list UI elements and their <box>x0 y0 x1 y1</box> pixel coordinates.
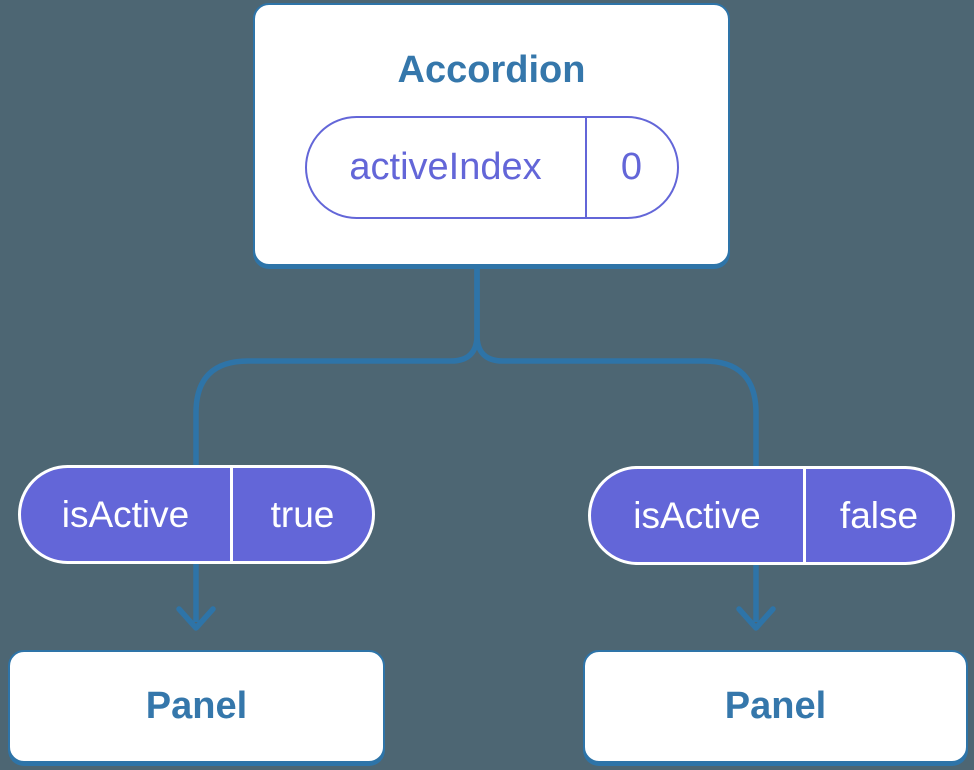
prop-pill-left: isActive true <box>18 465 375 564</box>
prop-pill-right-divider <box>803 469 806 562</box>
prop-pill-right-value: false <box>839 494 919 536</box>
connector-right-branch <box>474 264 759 468</box>
arrow-down-icon <box>736 606 776 631</box>
accordion-card: Accordion activeIndex 0 <box>253 3 730 266</box>
accordion-title: Accordion <box>397 49 586 91</box>
arrow-down-icon <box>176 606 216 631</box>
prop-pill-left-divider <box>230 468 233 561</box>
state-pill-name: activeIndex <box>349 145 542 188</box>
panel-card-left: Panel <box>8 650 385 763</box>
state-pill-value: 0 <box>620 145 643 188</box>
panel-card-right: Panel <box>583 650 968 763</box>
panel-right-title: Panel <box>724 684 827 727</box>
prop-pill-left-value: true <box>270 493 335 535</box>
panel-left-title: Panel <box>145 684 248 727</box>
connector-left-branch <box>193 264 480 468</box>
prop-pill-right: isActive false <box>588 466 955 565</box>
prop-pill-left-name: isActive <box>61 493 190 535</box>
prop-pill-right-name: isActive <box>633 494 761 536</box>
state-pill-divider <box>584 117 587 217</box>
state-pill: activeIndex 0 <box>304 115 679 219</box>
